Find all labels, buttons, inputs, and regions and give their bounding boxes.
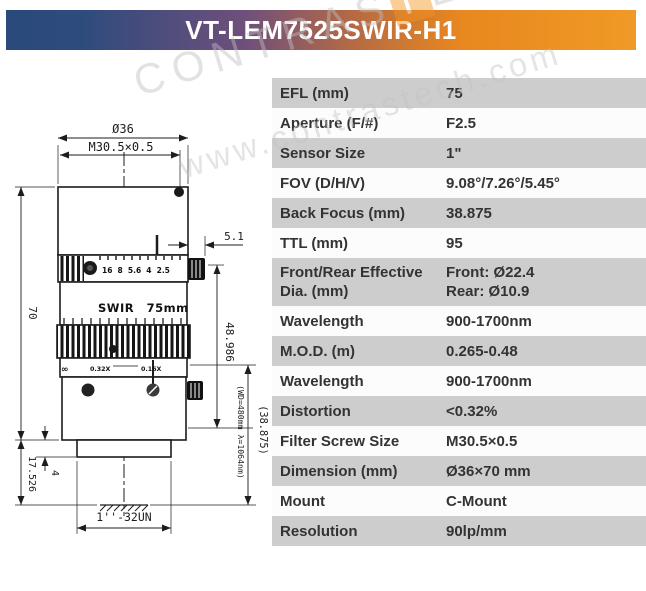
spec-row: M.O.D. (m) 0.265-0.48 [272,336,646,366]
dim-mount-thread: 1''-32UN [96,510,151,524]
spec-value: 90lp/mm [446,522,507,540]
product-title: VT-LEM7525SWIR-H1 [185,14,457,45]
spec-label: Sensor Size [280,144,366,162]
spec-value: C-Mount [446,492,507,510]
ring-ticks [63,318,182,324]
spec-row: Dimension (mm) Ø36×70 mm [272,456,646,486]
spec-label: Resolution [280,522,358,540]
spec-value: 900-1700nm [446,372,532,390]
dim-back-focus: (38.875) [257,405,269,455]
spec-label: Front/Rear Effective Dia. (mm) [280,264,423,300]
aperture-knurl [59,256,84,281]
set-screw-left [81,383,95,397]
spec-value: Front: Ø22.4 Rear: Ø10.9 [446,264,535,300]
aperture-scale-label: 16 8 5.6 4 2.5 [102,266,170,275]
spec-label: Distortion [280,402,351,420]
thumbscrew-focus [187,381,203,400]
spec-value: Ø36×70 mm [446,462,531,480]
spec-table: EFL (mm) 75 Aperture (F/#) F2.5 Sensor S… [272,78,646,546]
spec-label: Mount [280,492,325,510]
spec-row: Filter Screw Size M30.5×0.5 [272,426,646,456]
spec-row: Aperture (F/#) F2.5 [272,108,646,138]
spec-label: EFL (mm) [280,84,349,102]
spec-row: Distortion <0.32% [272,396,646,426]
spec-value: 0.265-0.48 [446,342,518,360]
spec-value: 38.875 [446,204,492,222]
dim-filter-thread: M30.5×0.5 [88,140,153,154]
lens-ring-label: SWIR 75mm [98,301,189,315]
spec-value: 1" [446,144,462,162]
dim-rear-length: 17.526 [26,456,37,492]
spec-row: TTL (mm) 95 [272,228,646,258]
spec-value: <0.32% [446,402,498,420]
focus-ring-dot [109,345,117,353]
dimension-lines [17,134,252,532]
spec-label: Back Focus (mm) [280,204,406,222]
spec-value: 900-1700nm [446,312,532,330]
spec-row: Mount C-Mount [272,486,646,516]
focus-mark-2: 0.16X [141,366,162,373]
product-title-bar: VT-LEM7525SWIR-H1 [6,10,636,50]
dim-body-length: 70 [26,306,39,319]
spec-value: 75 [446,84,463,102]
spec-row: EFL (mm) 75 [272,78,646,108]
thumbscrew-aperture [188,258,205,280]
spec-label: FOV (D/H/V) [280,174,365,192]
spec-label: Aperture (F/#) [280,114,379,132]
dim-front-diameter: Ø36 [112,122,134,136]
spec-row: Sensor Size 1" [272,138,646,168]
spec-label: TTL (mm) [280,234,349,252]
lens-technical-drawing: Ø36 M30.5×0.5 5.1 70 17.526 4 48.986 (WD… [15,122,269,534]
spec-row: Front/Rear Effective Dia. (mm) Front: Ø2… [272,258,646,306]
spec-value: M30.5×0.5 [446,432,518,450]
spec-label: M.O.D. (m) [280,342,355,360]
spec-value: 9.08°/7.26°/5.45° [446,174,560,192]
spec-value: 95 [446,234,463,252]
set-screw-slot [148,385,158,395]
spec-row: FOV (D/H/V) 9.08°/7.26°/5.45° [272,168,646,198]
dim-mid-length: 48.986 [223,322,236,362]
aperture-ticks [99,256,181,260]
image-plane-symbol [99,504,149,512]
spec-label: Filter Screw Size [280,432,400,450]
dim-thread-length: 4 [49,470,60,476]
focus-infinity-mark: ∞ [61,365,69,375]
lens-body-outline [56,186,191,458]
spec-label: Dimension (mm) [280,462,398,480]
spec-row: Wavelength 900-1700nm [272,306,646,336]
spec-row: Back Focus (mm) 38.875 [272,198,646,228]
spec-row: Wavelength 900-1700nm [272,366,646,396]
focus-mark-1: 0.32X [90,366,111,373]
spec-value: F2.5 [446,114,477,132]
aperture-lock-screw-center [87,265,93,271]
front-corner-detail [174,187,184,197]
dim-working-distance: (WD=480mm λ=1064nm) [236,385,246,479]
spec-row: Resolution 90lp/mm [272,516,646,546]
dim-thumbscrew-offset: 5.1 [224,230,244,243]
spec-label: Wavelength [280,312,364,330]
spec-label: Wavelength [280,372,364,390]
